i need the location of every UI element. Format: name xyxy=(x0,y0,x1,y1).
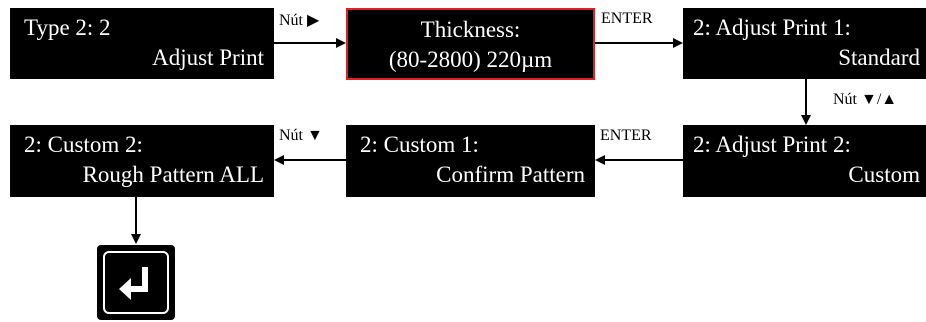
label-enter-bottom: ENTER xyxy=(600,127,652,144)
enter-key-icon xyxy=(97,245,175,320)
enter-key-frame xyxy=(103,251,169,314)
custom-1-line1: 2: Custom 1: xyxy=(360,132,479,157)
adjust-print-1-line1: 2: Adjust Print 1: xyxy=(693,15,851,40)
adjust-print-1-box: 2: Adjust Print 1: Standard xyxy=(683,8,926,79)
type-line2: Adjust Print xyxy=(152,45,264,70)
adjust-print-1-line2: Standard xyxy=(838,45,920,70)
thickness-line2: (80-2800) 220µm xyxy=(388,47,553,72)
custom-1-box: 2: Custom 1: Confirm Pattern xyxy=(346,125,595,197)
custom-2-line1: 2: Custom 2: xyxy=(24,132,143,157)
type-line1: Type 2: 2 xyxy=(24,15,111,40)
type-box: Type 2: 2 Adjust Print xyxy=(10,8,274,79)
label-nut-down: Nút ▼ xyxy=(279,127,323,144)
label-enter-top: ENTER xyxy=(601,10,653,27)
label-nut-updown: Nút ▼/▲ xyxy=(833,91,898,108)
adjust-print-2-box: 2: Adjust Print 2: Custom xyxy=(683,125,926,197)
label-nut-right: Nút ▶ xyxy=(279,12,320,29)
thickness-box: Thickness: (80-2800) 220µm xyxy=(346,8,595,80)
custom-2-line2: Rough Pattern ALL xyxy=(82,162,264,187)
adjust-print-2-line2: Custom xyxy=(848,162,920,187)
custom-1-line2: Confirm Pattern xyxy=(436,162,585,187)
custom-2-box: 2: Custom 2: Rough Pattern ALL xyxy=(10,125,274,197)
adjust-print-2-line1: 2: Adjust Print 2: xyxy=(693,132,851,157)
enter-return-icon xyxy=(119,267,148,300)
thickness-line1: Thickness: xyxy=(420,17,521,42)
